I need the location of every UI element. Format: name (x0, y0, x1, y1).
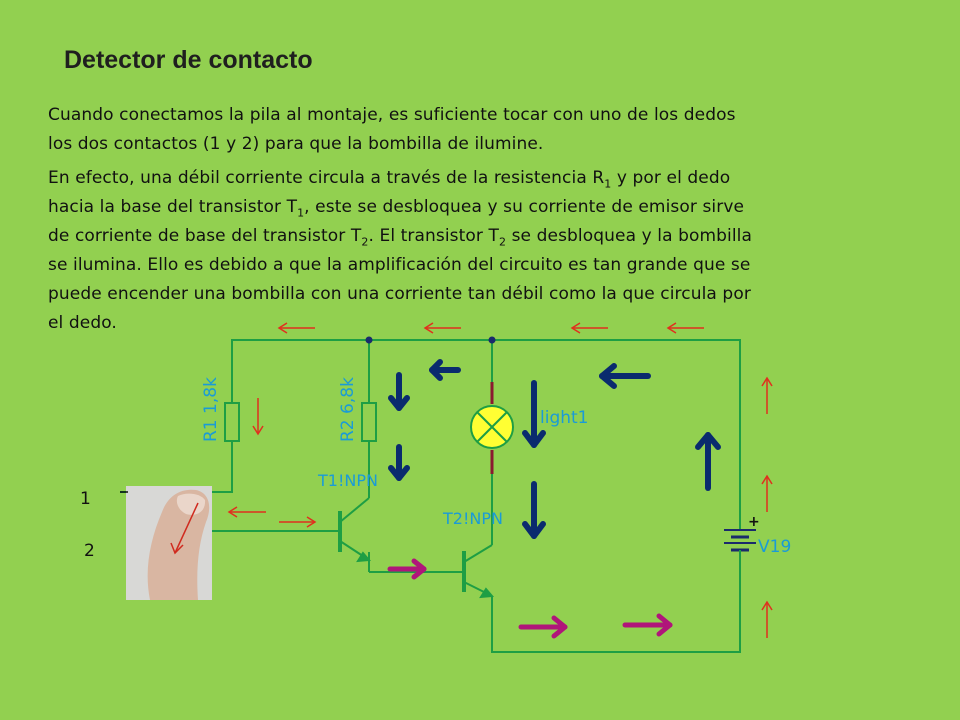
intro-line-2: los dos contactos (1 y 2) para que la bo… (48, 134, 544, 154)
arrow-down-blue (522, 481, 546, 539)
explanation-line-6: el dedo. (48, 313, 117, 333)
arrow-right-magenta (622, 613, 673, 637)
explanation-line-3: de corriente de base del transistor T2. … (48, 226, 753, 249)
arrow-up-red (761, 474, 773, 512)
arrow-left-blue (599, 363, 651, 389)
resistor-r1 (224, 402, 240, 442)
junction-dot (488, 336, 496, 344)
transistor-t2 (440, 544, 495, 599)
contact-1-label: 1 (80, 489, 91, 509)
explanation-line-4: se ilumina. Ello es debido a que la ampl… (48, 255, 751, 275)
finger-image (126, 486, 212, 600)
current-arrows-blue (388, 359, 721, 539)
page-title: Detector de contacto (64, 46, 313, 74)
junction-dot (365, 336, 373, 344)
arrow-down-blue (388, 444, 410, 481)
arrow-down-blue (388, 372, 410, 411)
r1-label: R1 1,8k (201, 377, 221, 442)
lamp-label: light1 (540, 408, 589, 428)
explanation-line-5: puede encender una bombilla con una corr… (48, 284, 751, 304)
current-arrows-magenta (387, 558, 673, 639)
t1-label: T1!NPN (317, 471, 378, 490)
arrow-left-red (227, 506, 266, 518)
arrow-left-red (277, 322, 315, 334)
arrow-down-blue (522, 380, 546, 448)
resistor-r2 (361, 402, 377, 442)
arrow-up-red (761, 600, 773, 638)
arrow-down-red (252, 398, 264, 436)
arrow-right-magenta (387, 558, 427, 580)
explanation-line-2: hacia la base del transistor T1, este se… (48, 197, 745, 220)
contact-2-label: 2 (84, 541, 95, 561)
battery-plus: + (748, 514, 760, 530)
arrow-left-blue (429, 359, 461, 381)
r2-label: R2 6,8k (338, 377, 358, 442)
lamp-symbol (470, 382, 514, 474)
arrow-up-red (761, 376, 773, 414)
intro-line-1: Cuando conectamos la pila al montaje, es… (48, 105, 736, 125)
current-arrows-red (227, 322, 773, 638)
arrow-right-red (279, 516, 317, 528)
arrow-left-red (570, 322, 608, 334)
circuit-wires (120, 339, 741, 653)
transistor-t1 (316, 497, 372, 563)
t2-label: T2!NPN (442, 509, 503, 528)
explanation-paragraph: En efecto, una débil corriente circula a… (48, 164, 868, 338)
explanation-line-1: En efecto, una débil corriente circula a… (48, 168, 731, 191)
arrow-left-red (423, 322, 461, 334)
battery-symbol (724, 520, 756, 556)
arrow-up-blue (695, 432, 721, 491)
battery-label: V19 (758, 537, 791, 557)
arrow-right-magenta (518, 615, 568, 639)
intro-paragraph: Cuando conectamos la pila al montaje, es… (48, 101, 868, 159)
arrow-left-red (666, 322, 704, 334)
